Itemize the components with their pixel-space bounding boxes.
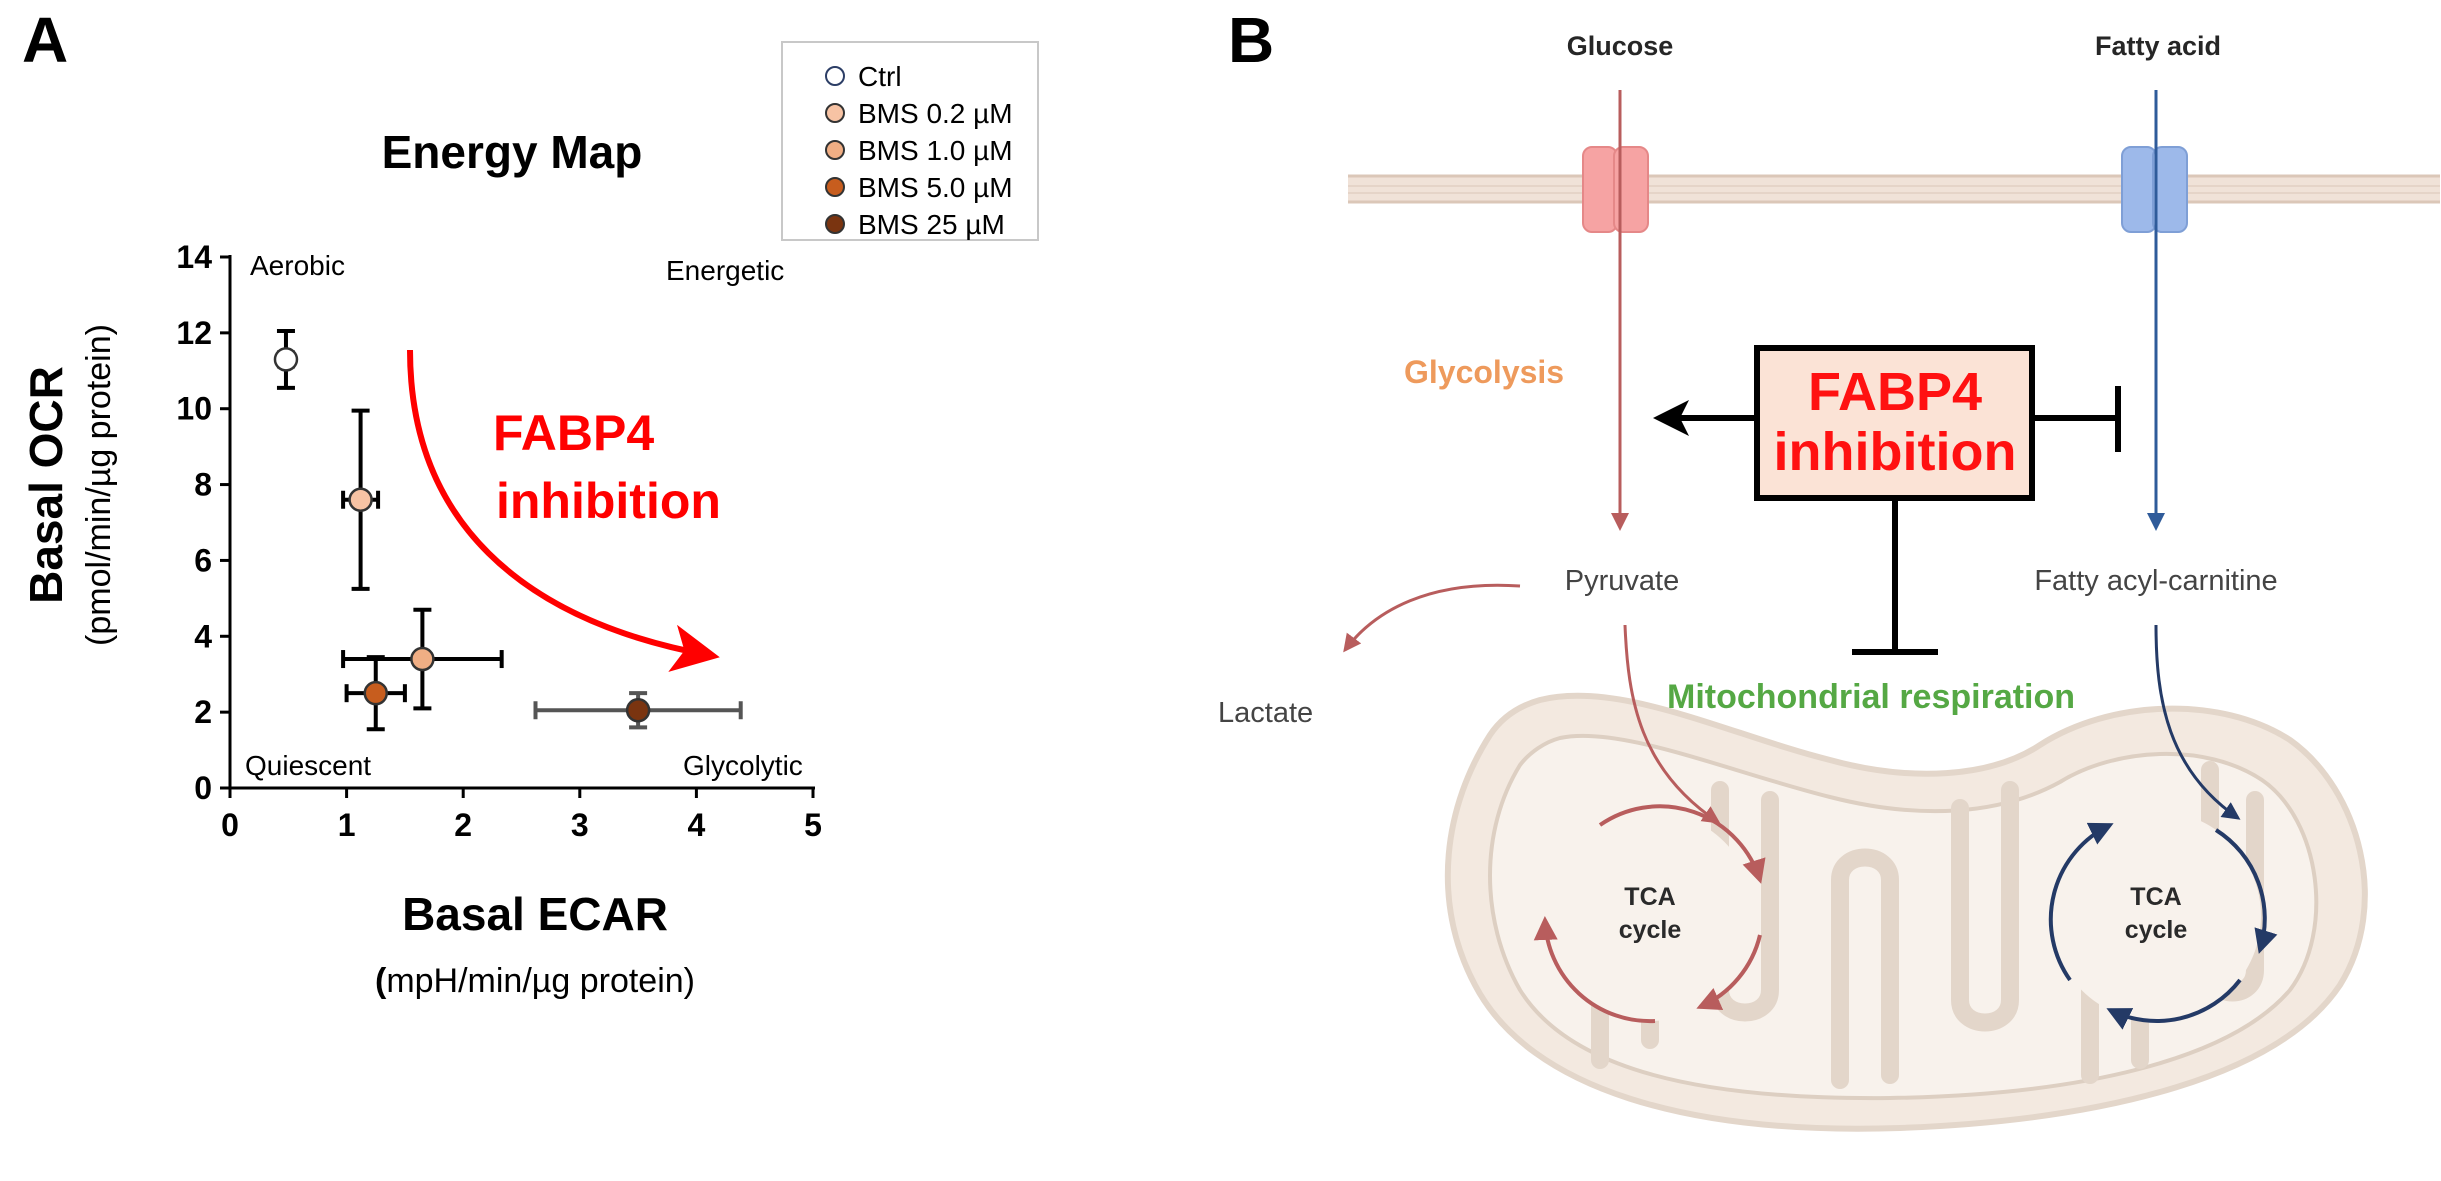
fatty-acid-transporter-icon	[2121, 146, 2188, 233]
quadrant-quiescent: Quiescent	[245, 750, 371, 781]
data-point-1	[273, 328, 299, 390]
y-axis-title: Basal OCR	[20, 366, 72, 604]
data-marker	[625, 697, 651, 723]
legend-marker	[825, 103, 845, 123]
y-tick-label: 8	[194, 467, 212, 503]
tca-left-line2: cycle	[1619, 916, 1682, 944]
data-marker	[273, 347, 299, 372]
tca-left-line1: TCA	[1624, 883, 1675, 911]
x-tick-label: 0	[221, 807, 239, 843]
x-axis-subtitle: (mpH/min/µg protein)	[375, 962, 695, 1000]
membrane-band	[1348, 175, 2440, 203]
legend-label: BMS 1.0 µM	[858, 135, 1013, 166]
fabp4-inhibition-arrow	[407, 349, 720, 672]
legend-marker	[825, 214, 845, 234]
y-tick-label: 2	[194, 694, 212, 730]
lactate-label: Lactate	[1218, 697, 1313, 729]
x-tick-label: 1	[338, 807, 356, 843]
legend-item-5: BMS 25 µM	[825, 209, 1005, 240]
crista-3	[1831, 848, 1899, 1089]
legend-marker	[825, 140, 845, 160]
y-tick-label: 12	[176, 315, 212, 351]
x-tick-label: 4	[688, 807, 706, 843]
y-tick-label: 10	[176, 391, 212, 427]
data-point-5	[533, 691, 743, 730]
fabp4-box-line1: FABP4	[1808, 362, 1982, 422]
y-tick-label: 4	[194, 618, 212, 654]
legend-label: BMS 0.2 µM	[858, 98, 1013, 129]
x-tick-label: 3	[571, 807, 589, 843]
data-points	[273, 328, 743, 732]
quadrant-glycolytic: Glycolytic	[683, 750, 803, 781]
arrow-label-line1: FABP4	[493, 405, 654, 461]
pyruvate-to-lactate-arrow	[1343, 583, 1521, 653]
glycolysis-label: Glycolysis	[1404, 354, 1564, 390]
panel-a-letter: A	[22, 4, 68, 76]
y-axis-subtitle: (pmol/min/µg protein)	[80, 324, 118, 646]
legend-item-4: BMS 5.0 µM	[825, 172, 1013, 203]
x-tick-label: 2	[454, 807, 472, 843]
legend-marker	[825, 66, 845, 86]
legend-item-1: Ctrl	[825, 61, 902, 92]
quadrant-aerobic: Aerobic	[250, 250, 345, 281]
tca-right-line1: TCA	[2130, 883, 2181, 911]
tca-cycle-left: TCA cycle	[1533, 804, 1766, 1024]
glucose-label: Glucose	[1567, 31, 1674, 61]
fabp4-box-line2: inhibition	[1774, 422, 2017, 482]
carnitine-to-tca-arrow	[2154, 624, 2241, 820]
panel-b: B	[1218, 4, 2440, 1132]
panel-b-letter: B	[1228, 4, 1274, 76]
pyruvate-to-tca-arrow	[1623, 624, 1721, 824]
data-marker	[363, 680, 388, 706]
legend-item-2: BMS 0.2 µM	[825, 98, 1013, 129]
tca-right-line2: cycle	[2125, 916, 2188, 944]
fatty-acid-label: Fatty acid	[2095, 31, 2221, 61]
x-axis-subtitle-text: mpH/min/µg protein)	[386, 962, 695, 1000]
tca-cycle-right: TCA cycle	[2048, 811, 2278, 1030]
fabp4-inhibition-box	[1754, 345, 2035, 501]
data-point-4	[344, 655, 407, 732]
cell-membrane	[1348, 174, 2440, 204]
pyruvate-label: Pyruvate	[1565, 565, 1679, 597]
arrow-label-line2: inhibition	[496, 473, 721, 529]
fatty-acyl-carnitine-label: Fatty acyl-carnitine	[2034, 565, 2277, 597]
legend-item-3: BMS 1.0 µM	[825, 135, 1013, 166]
y-tick-label: 0	[194, 770, 212, 806]
data-marker	[348, 487, 373, 512]
quadrant-energetic: Energetic	[666, 255, 784, 286]
mitochondrial-respiration-label: Mitochondrial respiration	[1667, 678, 2075, 716]
crista-4	[1951, 781, 2019, 1032]
x-axis-subtitle-paren: (	[375, 962, 387, 1000]
x-tick-label: 5	[804, 807, 822, 843]
legend-label: BMS 25 µM	[858, 209, 1005, 240]
legend-label: BMS 5.0 µM	[858, 172, 1013, 203]
legend-label: Ctrl	[858, 61, 902, 92]
x-axis-title: Basal ECAR	[402, 888, 668, 940]
data-point-2	[341, 408, 381, 591]
y-tick-label: 6	[194, 542, 212, 578]
chart-title: Energy Map	[382, 126, 643, 178]
legend-box	[781, 41, 1039, 241]
glucose-transporter-icon	[1582, 146, 1649, 233]
y-tick-label: 14	[176, 239, 212, 275]
legend-marker	[825, 177, 845, 197]
data-marker	[410, 646, 435, 672]
